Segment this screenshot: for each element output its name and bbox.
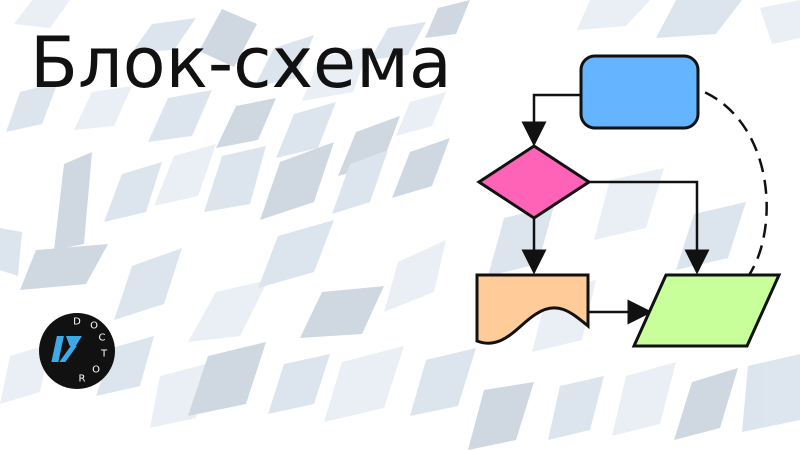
bg-shape <box>276 102 336 158</box>
bg-shape <box>338 116 400 176</box>
edge-decision-to-data <box>589 180 710 275</box>
doctor-logo: D O C T O R <box>39 313 115 389</box>
logo-letter: C <box>99 333 106 344</box>
bg-shape <box>114 248 182 320</box>
bg-shape <box>20 244 108 290</box>
logo-letter: T <box>100 349 108 360</box>
bg-shape <box>132 18 196 52</box>
edge-start-to-decision <box>521 93 580 147</box>
bg-shape <box>548 376 604 440</box>
bg-shape <box>612 362 676 436</box>
bg-shape <box>14 0 70 28</box>
bg-shape <box>148 90 212 142</box>
bg-shape <box>6 82 58 132</box>
bg-shape <box>154 144 216 206</box>
bg-shape <box>188 280 268 342</box>
bg-shape <box>468 382 534 450</box>
bg-shape <box>324 346 404 422</box>
bg-shape <box>760 0 800 44</box>
bg-shape <box>0 344 50 404</box>
bg-shape <box>577 0 650 30</box>
bg-shape <box>204 146 266 212</box>
bg-shape <box>74 86 132 130</box>
flowchart-node-document <box>475 273 590 345</box>
bg-shape <box>656 0 742 38</box>
page-title: Блок-схема <box>30 22 452 104</box>
bg-shape <box>216 98 276 148</box>
bg-shape <box>392 138 450 198</box>
logo-letter: O <box>92 365 100 376</box>
logo-letter: R <box>79 374 86 385</box>
bg-shape <box>370 22 426 60</box>
bg-shape <box>96 336 154 396</box>
edge-data-to-start <box>699 88 768 279</box>
flowchart-node-decision <box>476 144 592 220</box>
bg-shape <box>302 46 370 101</box>
flowchart-diagram <box>475 54 782 348</box>
bg-shape <box>384 240 446 312</box>
bg-shape <box>742 354 800 432</box>
logo-letter: D <box>73 317 81 328</box>
bg-shape <box>0 228 22 276</box>
logo-circle <box>39 313 115 389</box>
bg-shape <box>594 168 664 240</box>
bg-shape <box>188 342 266 416</box>
bg-shape <box>396 92 446 136</box>
logo-letter: O <box>90 321 98 332</box>
bg-shape <box>54 152 92 250</box>
bg-shape <box>104 162 162 222</box>
bg-shape <box>410 348 476 416</box>
logo-mark-icon <box>51 336 82 362</box>
bg-shape <box>268 354 330 414</box>
bg-shape <box>254 35 314 87</box>
bg-shape <box>300 286 384 338</box>
bg-shape <box>674 368 738 440</box>
bg-shape <box>260 142 334 220</box>
flowchart-node-start <box>579 54 700 130</box>
flowchart-node-data <box>631 273 782 348</box>
bg-shape <box>425 0 470 38</box>
bg-shape <box>332 150 388 214</box>
bg-shape <box>199 9 257 67</box>
bg-shape <box>258 220 334 288</box>
